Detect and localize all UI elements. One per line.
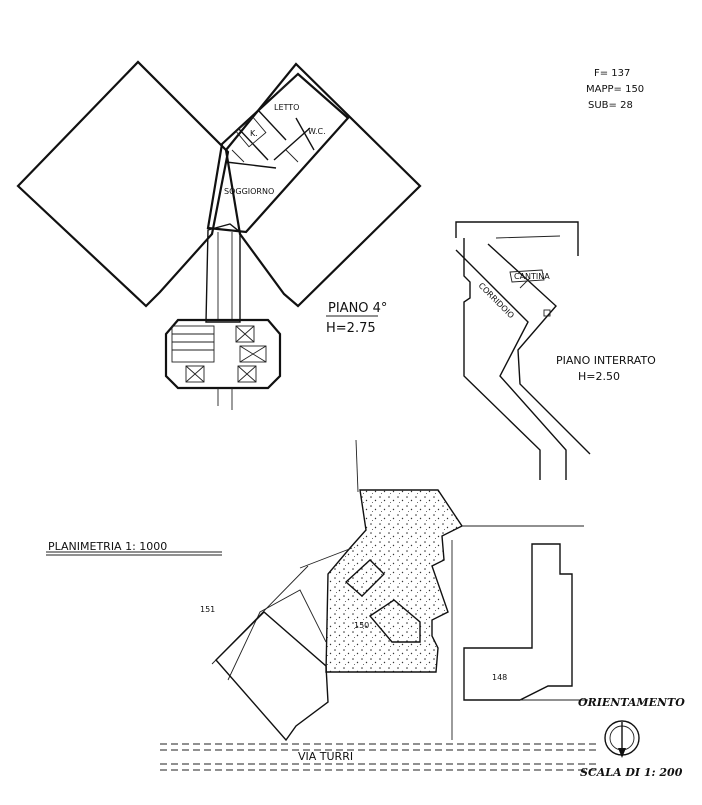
door-mark	[285, 149, 299, 163]
basement-plan: CANTINA CORRIDOIO PIANO INTERRATO H=2.50	[455, 221, 656, 480]
elevator-shaft	[237, 365, 257, 383]
floor-level-label: PIANO 4°	[328, 301, 387, 316]
elevator-cross	[185, 365, 205, 383]
parcel-150-building	[325, 489, 464, 673]
basement-left-wall	[463, 238, 541, 480]
kitchen-block	[235, 116, 267, 148]
courtyard-void	[344, 559, 385, 597]
basement-edge	[495, 235, 561, 239]
site-plan: PLANIMETRIA 1: 1000 151 150 148 VIA TURR…	[46, 439, 600, 771]
core-corridor	[205, 223, 241, 323]
floor-height-label: H=2.75	[326, 321, 376, 336]
basement-corridor-inner	[487, 243, 591, 455]
elevator-shaft	[185, 365, 205, 383]
stair-well	[171, 325, 215, 363]
room-label-bedroom: LETTO	[274, 103, 299, 112]
basement-outer-wall	[455, 221, 579, 256]
elevator-shaft	[235, 325, 255, 343]
room-label-bathroom: W.C.	[308, 127, 326, 136]
cellar-door	[519, 277, 531, 289]
pillar-mark	[543, 309, 551, 317]
compass-arrow-icon	[618, 748, 626, 758]
elevator-cross	[239, 345, 267, 363]
floor-plan-4: LETTO K. W.C. SOGGIORNO PIANO 4° H=2.75	[16, 60, 422, 410]
door-mark	[231, 149, 245, 163]
parcel-label-151: 151	[200, 605, 215, 614]
service-core	[164, 318, 282, 390]
corridor-label: CORRIDOIO	[477, 281, 516, 320]
partition-living	[225, 161, 277, 169]
room-label-kitchen: K.	[250, 129, 258, 138]
apartment-outline	[206, 72, 350, 234]
basement-level-label: PIANO INTERRATO	[556, 354, 656, 367]
elevator-cross	[235, 325, 255, 343]
basement-height-label: H=2.50	[578, 370, 620, 383]
partition-kitchen	[237, 127, 269, 161]
mappale-label: MAPP= 150	[586, 84, 644, 95]
parcel-label-148: 148	[492, 673, 507, 682]
site-boundary	[355, 439, 359, 493]
cellar-label: CANTINA	[514, 272, 550, 281]
parcel-label-150: 150	[354, 621, 369, 630]
window-mark	[277, 81, 291, 93]
orientation-label: ORIENTAMENTO	[578, 696, 685, 709]
cadastral-reference: F= 137 MAPP= 150 SUB= 28	[586, 68, 644, 111]
site-plan-title: PLANIMETRIA 1: 1000	[48, 540, 167, 553]
partition-bath	[295, 117, 315, 151]
subalterno-label: SUB= 28	[588, 100, 633, 111]
elevator-cross	[237, 365, 257, 383]
parcel-151-boundary	[227, 589, 327, 681]
right-wing-outline	[224, 62, 422, 308]
parcel-151-building	[215, 611, 329, 742]
cellar-box	[509, 269, 545, 283]
partition-corridor	[273, 127, 311, 161]
scale-label: SCALA DI 1: 200	[580, 766, 683, 779]
street-label: VIA TURRI	[298, 750, 353, 763]
room-label-living: SOGGIORNO	[224, 187, 274, 196]
foglio-label: F= 137	[594, 68, 630, 79]
orientation-block: ORIENTAMENTO SCALA DI 1: 200	[578, 696, 685, 779]
basement-corridor-outer	[455, 249, 567, 480]
parcel-148-building	[463, 543, 573, 701]
courtyard-void	[368, 599, 421, 643]
partition-bedroom	[257, 109, 287, 141]
left-wing-outline	[16, 60, 230, 308]
elevator-shaft	[239, 345, 267, 363]
site-boundary	[299, 547, 353, 569]
